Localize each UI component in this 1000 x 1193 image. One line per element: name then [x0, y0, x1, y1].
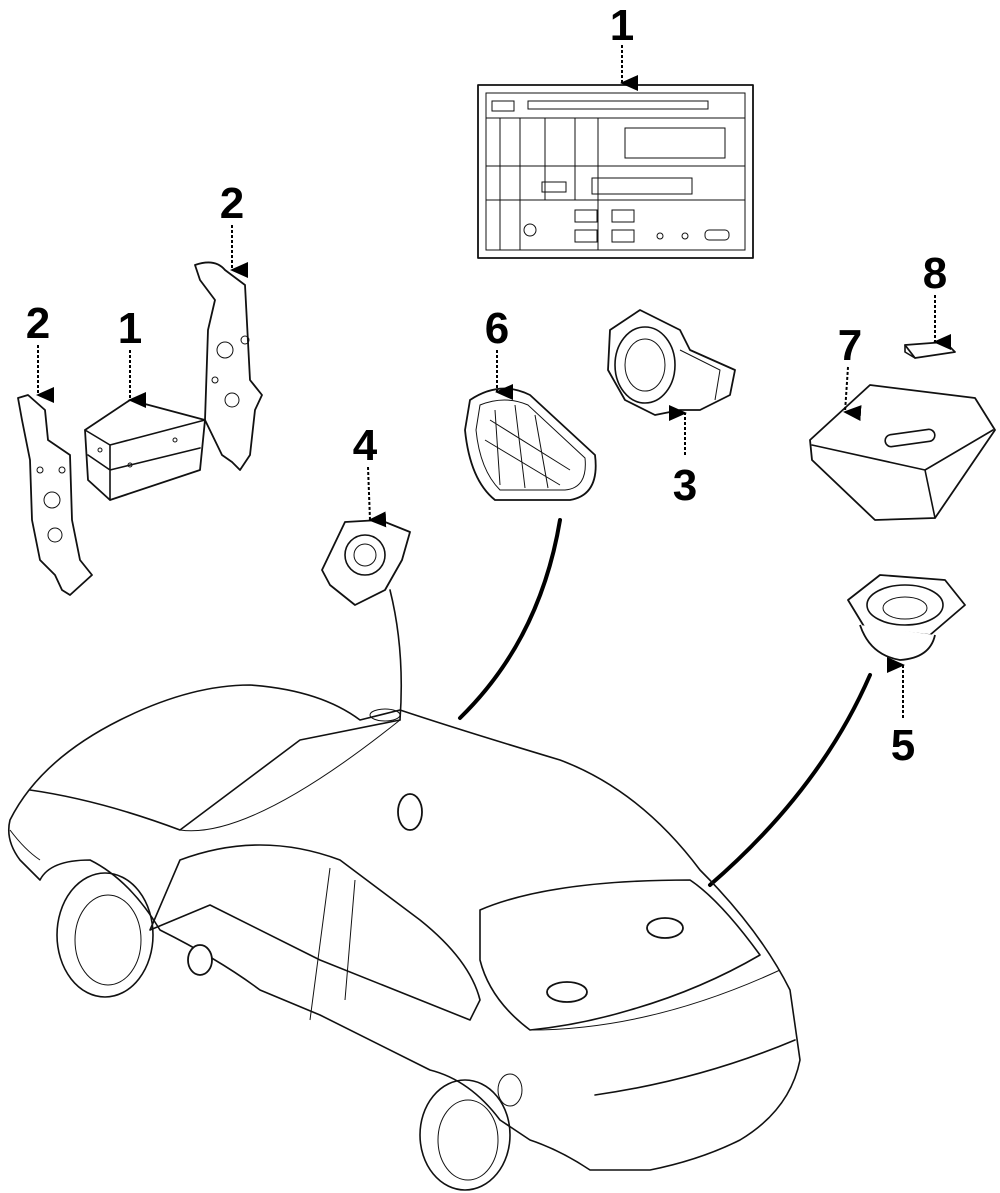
- radio-bracket-left: [17, 394, 93, 596]
- radio-bracket-right: [194, 261, 263, 471]
- callout-number: 1: [610, 1, 634, 50]
- callout-tweeter-housing: 3: [669, 405, 697, 510]
- wire-rear-speaker: [708, 673, 872, 887]
- callout-number: 2: [220, 179, 244, 228]
- callout-number: 4: [353, 421, 378, 470]
- callout-radio-top: 1: [610, 1, 638, 91]
- wire-grille: [458, 518, 562, 720]
- car-body: [7, 684, 801, 1191]
- callout-bracket-right: 2: [220, 179, 248, 278]
- callout-number: 2: [26, 299, 50, 348]
- callout-amplifier: 7: [838, 321, 862, 422]
- callout-number: 7: [838, 321, 862, 370]
- radio-faceplate: [477, 84, 754, 259]
- callout-number: 5: [891, 721, 915, 770]
- callout-grille: 6: [485, 304, 513, 400]
- callout-clip: 8: [923, 249, 951, 350]
- wire-speaker-4: [389, 589, 403, 721]
- amplifier: [809, 384, 996, 521]
- callout-number: 3: [673, 461, 697, 510]
- tweeter-housing: [607, 309, 736, 416]
- callout-bracket-left: 2: [26, 299, 54, 403]
- radio-unit: [84, 399, 206, 501]
- clip: [904, 341, 956, 359]
- callout-number: 6: [485, 304, 509, 353]
- rear-speaker: [847, 574, 966, 661]
- callout-number: 8: [923, 249, 947, 298]
- speaker-grille: [464, 387, 597, 501]
- callout-rear-speaker: 5: [887, 657, 915, 770]
- callout-radio-unit: 1: [118, 304, 146, 408]
- callout-small-speaker: 4: [353, 421, 387, 528]
- small-speaker: [321, 519, 411, 606]
- callout-number: 1: [118, 304, 142, 353]
